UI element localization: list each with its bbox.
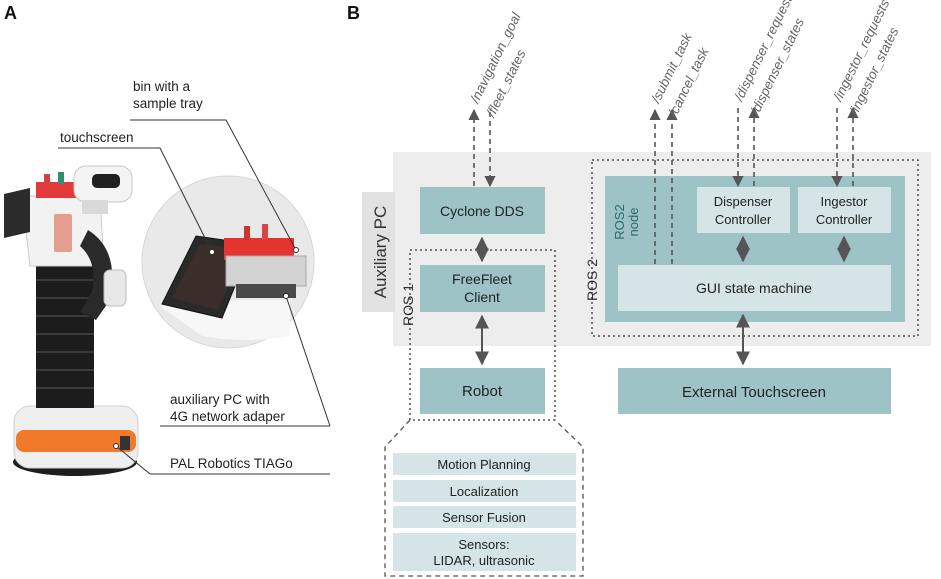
module-sensors-line1: Sensors: xyxy=(458,537,509,552)
robot-label: Robot xyxy=(462,383,503,400)
magnified-auxiliary-pc xyxy=(236,284,296,298)
solid-arrows xyxy=(475,235,851,366)
ros1-label: ROS 1 xyxy=(400,284,416,326)
callout-aux-line2: 4G network adaper xyxy=(170,409,285,424)
robot-base-orange-ring xyxy=(16,430,136,452)
dispenser-label-line2: Controller xyxy=(715,212,772,227)
robot-neck xyxy=(82,200,108,214)
panel-label-b: B xyxy=(347,3,360,23)
callout-dot xyxy=(113,443,119,449)
robot-column-ribs xyxy=(36,279,94,389)
ingestor-label-line1: Ingestor xyxy=(821,194,869,209)
module-motion-planning-box xyxy=(393,453,576,475)
cyclone-dds-label: Cyclone DDS xyxy=(440,203,524,219)
ros2-node-label-line2: node xyxy=(626,208,641,237)
dispenser-controller-box xyxy=(697,187,790,233)
callout-aux-line1: auxiliary PC with xyxy=(170,392,270,407)
magnified-bin xyxy=(225,255,307,287)
panel-label-a: A xyxy=(4,3,17,23)
callout-bin-line2: sample tray xyxy=(133,96,203,111)
callout-dot xyxy=(209,249,215,255)
auxiliary-pc-label: Auxiliary PC xyxy=(371,206,390,299)
robot-logo-mark xyxy=(54,214,72,252)
external-touchscreen-box xyxy=(618,368,891,414)
callout-lines xyxy=(58,119,331,475)
magnified-sample-tube xyxy=(262,224,268,240)
topic-arrows xyxy=(468,106,859,264)
callout-dot xyxy=(283,293,289,299)
ros2-label: ROS 2 xyxy=(584,259,600,301)
callout-bin-line1: bin with a xyxy=(133,79,191,94)
external-touchscreen-label: External Touchscreen xyxy=(682,384,826,401)
callout-tiago: PAL Robotics TIAGo xyxy=(170,456,293,471)
magnified-sample-tube xyxy=(244,226,250,240)
freefleet-label-line2: Client xyxy=(464,289,500,305)
callout-dot xyxy=(293,247,299,253)
ros2-node-label-line1: ROS2 xyxy=(612,204,627,239)
auxiliary-pc-tab xyxy=(362,192,395,312)
ros2-group xyxy=(591,159,919,337)
module-sensors-line2: LIDAR, ultrasonic xyxy=(433,553,535,568)
dispenser-label-line1: Dispenser xyxy=(714,194,773,209)
sample-tube xyxy=(58,172,64,184)
robot-touchscreen xyxy=(4,188,30,238)
ingestor-controller-box xyxy=(798,187,891,233)
module-sensors-box xyxy=(393,533,576,571)
callout-touchscreen: touchscreen xyxy=(60,130,134,145)
cyclone-dds-box xyxy=(420,187,545,234)
robot-modules-container xyxy=(384,419,584,577)
ingestor-label-line2: Controller xyxy=(816,212,873,227)
module-sensor-fusion: Sensor Fusion xyxy=(442,510,526,525)
robot-photo xyxy=(4,119,331,476)
module-motion-planning: Motion Planning xyxy=(437,457,530,472)
sample-tube xyxy=(44,174,50,184)
robot-sample-bin xyxy=(36,182,76,198)
magnified-sample-tray xyxy=(224,238,294,260)
robot-arm-joint xyxy=(103,269,127,307)
robot-head-camera xyxy=(92,174,120,188)
module-localization: Localization xyxy=(450,484,519,499)
freefleet-label-line1: FreeFleet xyxy=(452,271,512,287)
freefleet-client-box xyxy=(420,265,545,312)
topic-labels: /navigation_goal /fleet_states /submit_t… xyxy=(467,0,902,120)
gui-state-machine-box xyxy=(618,265,891,311)
gui-state-machine-label: GUI state machine xyxy=(696,280,812,296)
robot-ports xyxy=(120,436,130,450)
robot-box xyxy=(420,368,545,414)
module-localization-box xyxy=(393,480,576,502)
module-sensor-fusion-box xyxy=(393,506,576,528)
